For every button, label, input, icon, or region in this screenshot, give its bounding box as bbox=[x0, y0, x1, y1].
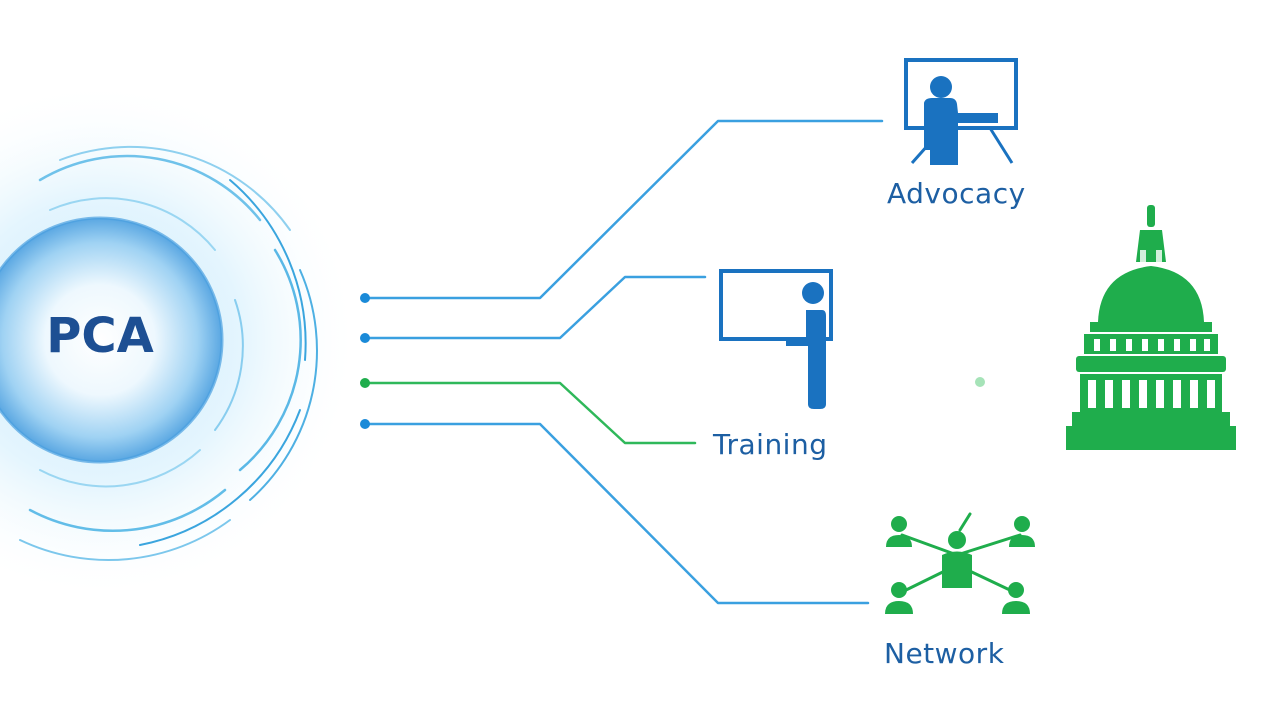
connector-dots bbox=[360, 293, 985, 429]
connector-advocacy bbox=[363, 119, 884, 300]
network-label: Network bbox=[884, 637, 1005, 670]
connector-dot bbox=[360, 333, 370, 343]
connector-training bbox=[363, 275, 707, 340]
connector-dot bbox=[360, 419, 370, 429]
floating-dot bbox=[975, 377, 985, 387]
connectors bbox=[363, 119, 884, 605]
presenter-board-icon bbox=[904, 58, 1018, 165]
connector-dot bbox=[360, 293, 370, 303]
hub-core bbox=[0, 218, 222, 462]
hub-label: PCA bbox=[46, 308, 154, 364]
teacher-whiteboard-icon bbox=[719, 269, 833, 409]
hub-arcs bbox=[19, 145, 318, 561]
advocacy-label: Advocacy bbox=[887, 177, 1026, 210]
people-network-icon bbox=[885, 512, 1035, 614]
pca-hub bbox=[0, 80, 360, 600]
connector-network bbox=[363, 422, 870, 605]
connector-dot bbox=[360, 378, 370, 388]
connector-capitol bbox=[363, 381, 697, 445]
hub-ring bbox=[0, 216, 224, 464]
capitol-dome-icon bbox=[1066, 205, 1236, 450]
training-label: Training bbox=[713, 428, 828, 461]
